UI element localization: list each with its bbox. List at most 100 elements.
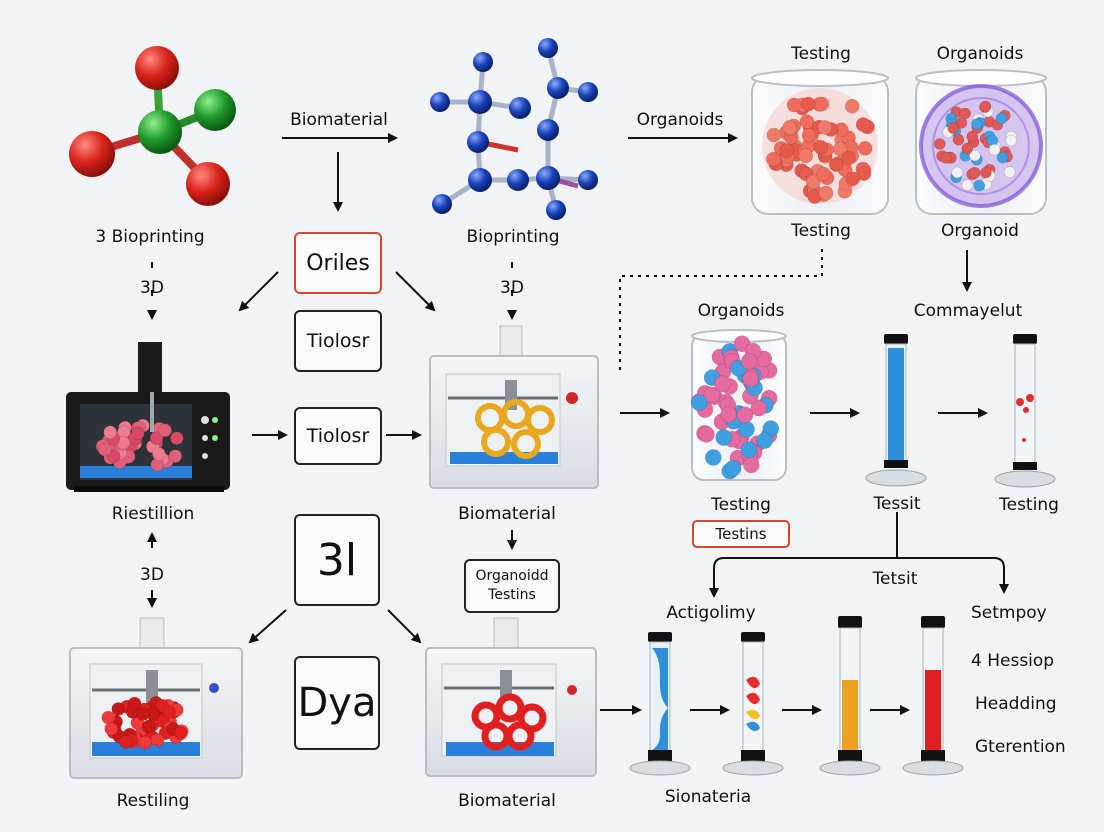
- label-hessiop: 4 Hessiop: [971, 651, 1055, 671]
- cell: [715, 429, 733, 446]
- cell: [704, 449, 722, 466]
- cell: [742, 370, 760, 388]
- cell: [168, 449, 183, 463]
- label-3d-left: 3D: [140, 278, 164, 298]
- cell: [152, 447, 166, 461]
- cell: [973, 179, 986, 192]
- label-headding: Headding: [975, 694, 1057, 714]
- cell: [782, 120, 797, 135]
- cell: [786, 97, 802, 113]
- cell: [703, 386, 721, 404]
- cell: [845, 171, 861, 187]
- cell: [141, 719, 156, 734]
- cell: [971, 118, 983, 130]
- arrow-31-right: [387, 609, 422, 644]
- test-tube-clear: [994, 334, 1056, 488]
- box-organoidd-line2: Testins: [488, 587, 536, 603]
- box-31: 3l: [294, 514, 380, 606]
- cell: [756, 432, 773, 449]
- cell: [720, 406, 737, 423]
- label-commayelut: Commayelut: [913, 301, 1023, 321]
- cell: [805, 174, 821, 189]
- cell: [961, 179, 974, 191]
- bioprinter-black: [66, 342, 230, 492]
- cell: [969, 149, 981, 162]
- cell: [127, 696, 142, 711]
- cell: [170, 431, 184, 446]
- cell: [951, 166, 964, 179]
- arrow-oriles-left: [238, 271, 279, 312]
- cell: [966, 130, 979, 143]
- cell: [131, 426, 145, 441]
- label-tetsit: Tetsit: [872, 569, 918, 589]
- cell: [816, 166, 831, 182]
- label-sionateria: Sionateria: [664, 787, 752, 807]
- cell: [959, 107, 972, 120]
- cell: [750, 399, 768, 417]
- cell: [961, 142, 974, 155]
- cell: [158, 423, 172, 438]
- label-testing-mid-jar: Testing: [711, 495, 771, 515]
- label-3-bioprinting: 3 Bioprinting: [95, 227, 205, 247]
- cell: [740, 352, 758, 370]
- organoid-jar-purple: [915, 69, 1047, 215]
- label-3d-mid: 3D: [500, 278, 524, 298]
- cell: [736, 406, 754, 424]
- label-restiling: Restiling: [116, 791, 190, 811]
- arrow-31-left: [248, 609, 287, 644]
- label-setmpoy: Setmpoy: [971, 603, 1047, 623]
- box-dya: Dya: [294, 656, 380, 750]
- test-tube-orange: [819, 616, 881, 776]
- label-organoids-top-right: Organoids: [936, 44, 1024, 64]
- cell: [138, 735, 152, 750]
- label-testing-under-jar: Testing: [791, 221, 851, 241]
- cell: [104, 722, 118, 736]
- label-biomaterial-bottom: Biomaterial: [458, 791, 556, 811]
- label-testing-top: Testing: [791, 44, 851, 64]
- label-organoids-arrow: Organoids: [636, 110, 724, 130]
- dotted-connector: [619, 244, 823, 370]
- label-3d-left-lower: 3D: [140, 565, 164, 585]
- cell: [724, 459, 742, 477]
- bioprinter-red-scaffold: [425, 617, 597, 777]
- cell: [828, 157, 844, 172]
- label-organoid-under-jar: Organoid: [941, 221, 1019, 241]
- cell: [779, 143, 795, 158]
- cell: [844, 98, 860, 114]
- cell: [111, 702, 126, 716]
- cell: [818, 185, 834, 201]
- cell: [995, 112, 1008, 125]
- cell: [150, 733, 165, 747]
- cell: [841, 150, 856, 166]
- cell: [996, 151, 1009, 164]
- label-testing-right-tube: Testing: [999, 495, 1059, 515]
- label-biomaterial-top: Biomaterial: [290, 110, 388, 130]
- box-tiolosr-top: Tiolosr: [294, 310, 382, 372]
- cell: [855, 117, 871, 132]
- label-gterention: Gterention: [975, 737, 1066, 757]
- cell: [97, 442, 112, 457]
- cell: [765, 151, 781, 167]
- label-biomaterial-mid: Biomaterial: [458, 504, 556, 524]
- box-testins: Testins: [692, 520, 790, 548]
- box-tiolosr-mid: Tiolosr: [294, 407, 382, 465]
- cell: [798, 148, 814, 164]
- box-organoidd-line1: Organoidd: [475, 568, 549, 585]
- cell: [940, 152, 952, 164]
- box-organoidd-testins: Organoidd Testins: [464, 559, 560, 613]
- cell: [766, 127, 782, 143]
- cell: [149, 431, 164, 446]
- cell: [740, 441, 758, 459]
- label-riestillion: Riestillion: [111, 504, 195, 524]
- branch-connector: [709, 512, 1009, 598]
- cell: [817, 120, 833, 135]
- cell: [690, 394, 708, 411]
- cell: [933, 138, 946, 150]
- cell: [801, 128, 817, 143]
- cell: [988, 143, 1001, 156]
- cell: [947, 122, 960, 134]
- organoid-jar-salmon: [751, 69, 889, 215]
- bioprinter-red-cells: [69, 617, 243, 779]
